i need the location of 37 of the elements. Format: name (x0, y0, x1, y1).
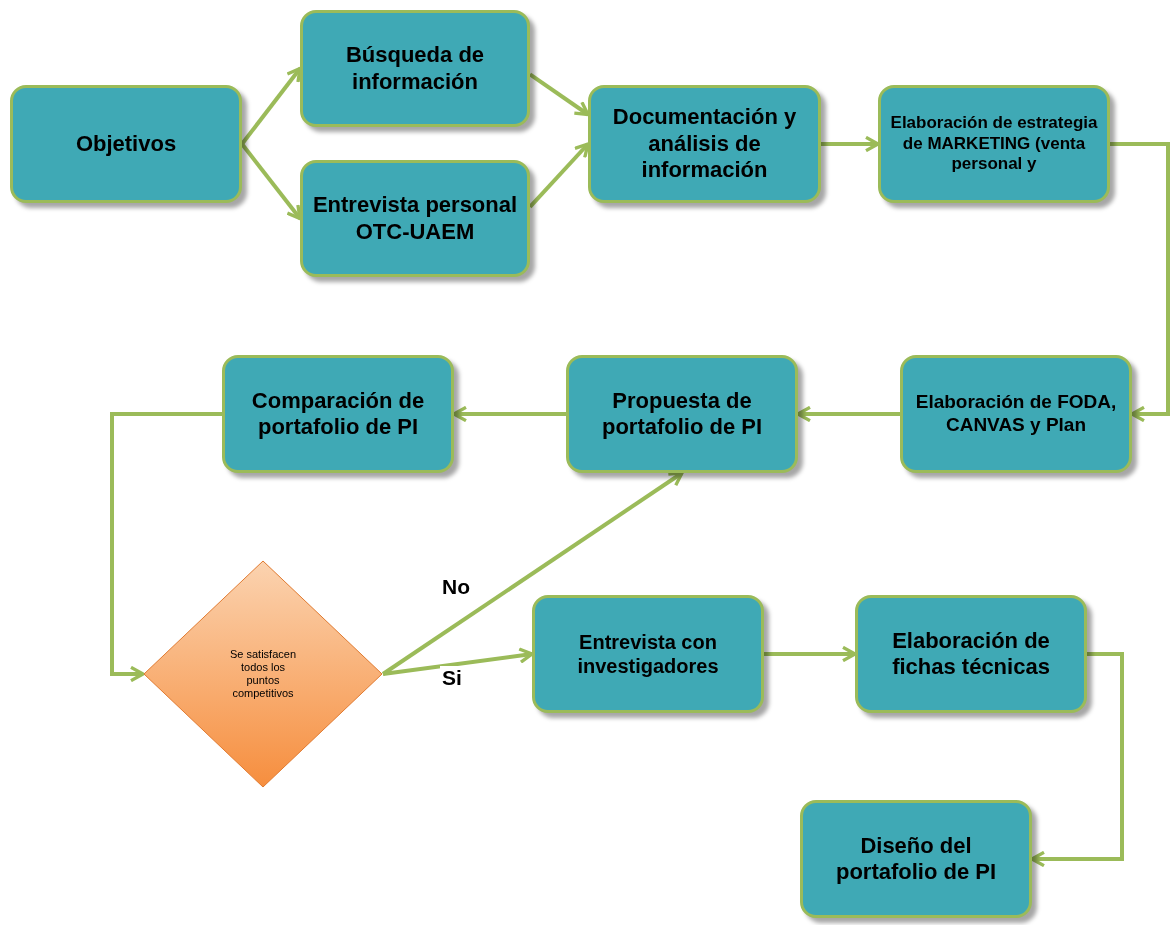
arrow (528, 72, 590, 117)
arrow (1030, 652, 1124, 868)
process-box (566, 355, 798, 473)
process-box (222, 355, 454, 473)
arrow (382, 647, 534, 676)
process-box (900, 355, 1132, 473)
arrow (452, 405, 566, 423)
arrow (110, 412, 222, 683)
process-box (855, 595, 1087, 713)
node-text: Búsqueda de información (344, 42, 486, 95)
arrow (1110, 142, 1170, 423)
process-box (878, 85, 1110, 203)
arrow (381, 471, 684, 676)
process-box (300, 10, 530, 127)
node-text: Comparación de portafolio de PI (250, 387, 426, 441)
node-text: Objetivos (74, 130, 178, 158)
process-box (588, 85, 821, 203)
node-text: Propuesta de portafolio de PI (600, 387, 764, 441)
process-box (10, 85, 242, 203)
node-text: Entrevista personal OTC-UAEM (311, 192, 519, 245)
node-text: Documentación y análisis de información (611, 104, 798, 184)
process-box (800, 800, 1032, 918)
arrow (240, 142, 302, 221)
arrow (796, 405, 900, 423)
node-text: Entrevista con investigadores (576, 630, 720, 678)
arrow (821, 135, 880, 153)
arrow (528, 142, 590, 209)
arrow (240, 66, 302, 146)
node-text: Diseño del portafolio de PI (834, 832, 998, 886)
node-text: Elaboración de estrategia de MARKETING (venta personal y (889, 113, 1099, 175)
process-box (532, 595, 764, 713)
node-text: Se satisfacen todos los puntos competitivos (228, 647, 297, 701)
node-text: Elaboración de fichas técnicas (891, 627, 1051, 681)
decision-diamond (143, 560, 383, 788)
node-text: Elaboración de FODA, CANVAS y Plan (914, 391, 1118, 437)
arrow (764, 645, 857, 663)
process-box (300, 160, 530, 277)
